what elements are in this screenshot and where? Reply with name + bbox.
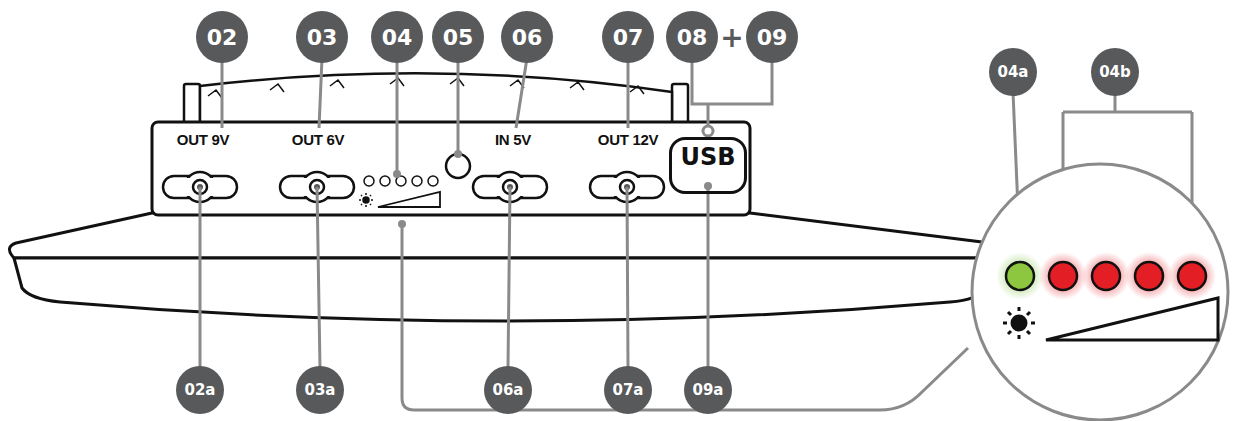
port-label: IN 5V bbox=[493, 132, 533, 148]
post bbox=[672, 84, 688, 124]
red-led bbox=[1049, 262, 1077, 290]
callout-number: 06a bbox=[484, 366, 532, 414]
usb-port: USB bbox=[669, 137, 746, 194]
callout-number: 03a bbox=[296, 366, 344, 414]
callout-number: 07a bbox=[604, 366, 652, 414]
red-led bbox=[1092, 262, 1120, 290]
brightness-symbol-large bbox=[1003, 298, 1218, 340]
port-label: OUT 9V bbox=[175, 132, 231, 148]
callout-number: 09a bbox=[684, 366, 732, 414]
device-base bbox=[9, 213, 998, 321]
callout-number: 06 bbox=[501, 11, 553, 63]
side-panel bbox=[152, 122, 750, 215]
callout-number: 04 bbox=[371, 11, 423, 63]
port-text: USB bbox=[680, 143, 735, 171]
red-led bbox=[1178, 262, 1206, 290]
red-led bbox=[1135, 262, 1163, 290]
brightness-symbol bbox=[359, 192, 440, 207]
callout-number: 03 bbox=[296, 11, 348, 63]
top-shell bbox=[200, 73, 672, 124]
base-front-face bbox=[14, 258, 996, 321]
callout-number: 07 bbox=[602, 11, 654, 63]
callout-number: 04a bbox=[989, 48, 1037, 96]
port-label: OUT 12V bbox=[596, 132, 660, 148]
device-top bbox=[184, 73, 688, 124]
teeth bbox=[208, 78, 644, 98]
led-row bbox=[364, 176, 438, 186]
callout-number: 02a bbox=[176, 366, 224, 414]
plus-sign: + bbox=[720, 23, 743, 53]
zoom-circle bbox=[972, 164, 1228, 420]
callout-number: 08 bbox=[666, 11, 718, 63]
callout-number: 05 bbox=[432, 11, 484, 63]
callout-number: 09 bbox=[746, 11, 798, 63]
callout-number: 02 bbox=[196, 11, 248, 63]
callout-number: 04b bbox=[1091, 48, 1139, 96]
post bbox=[184, 84, 200, 124]
base-top-face bbox=[9, 213, 998, 258]
green-led bbox=[1006, 262, 1034, 290]
port-label: OUT 6V bbox=[290, 132, 346, 148]
